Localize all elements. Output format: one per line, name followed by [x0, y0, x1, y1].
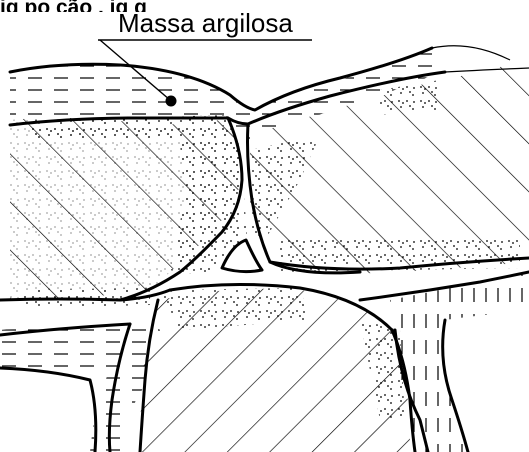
thin-accents [432, 46, 529, 72]
